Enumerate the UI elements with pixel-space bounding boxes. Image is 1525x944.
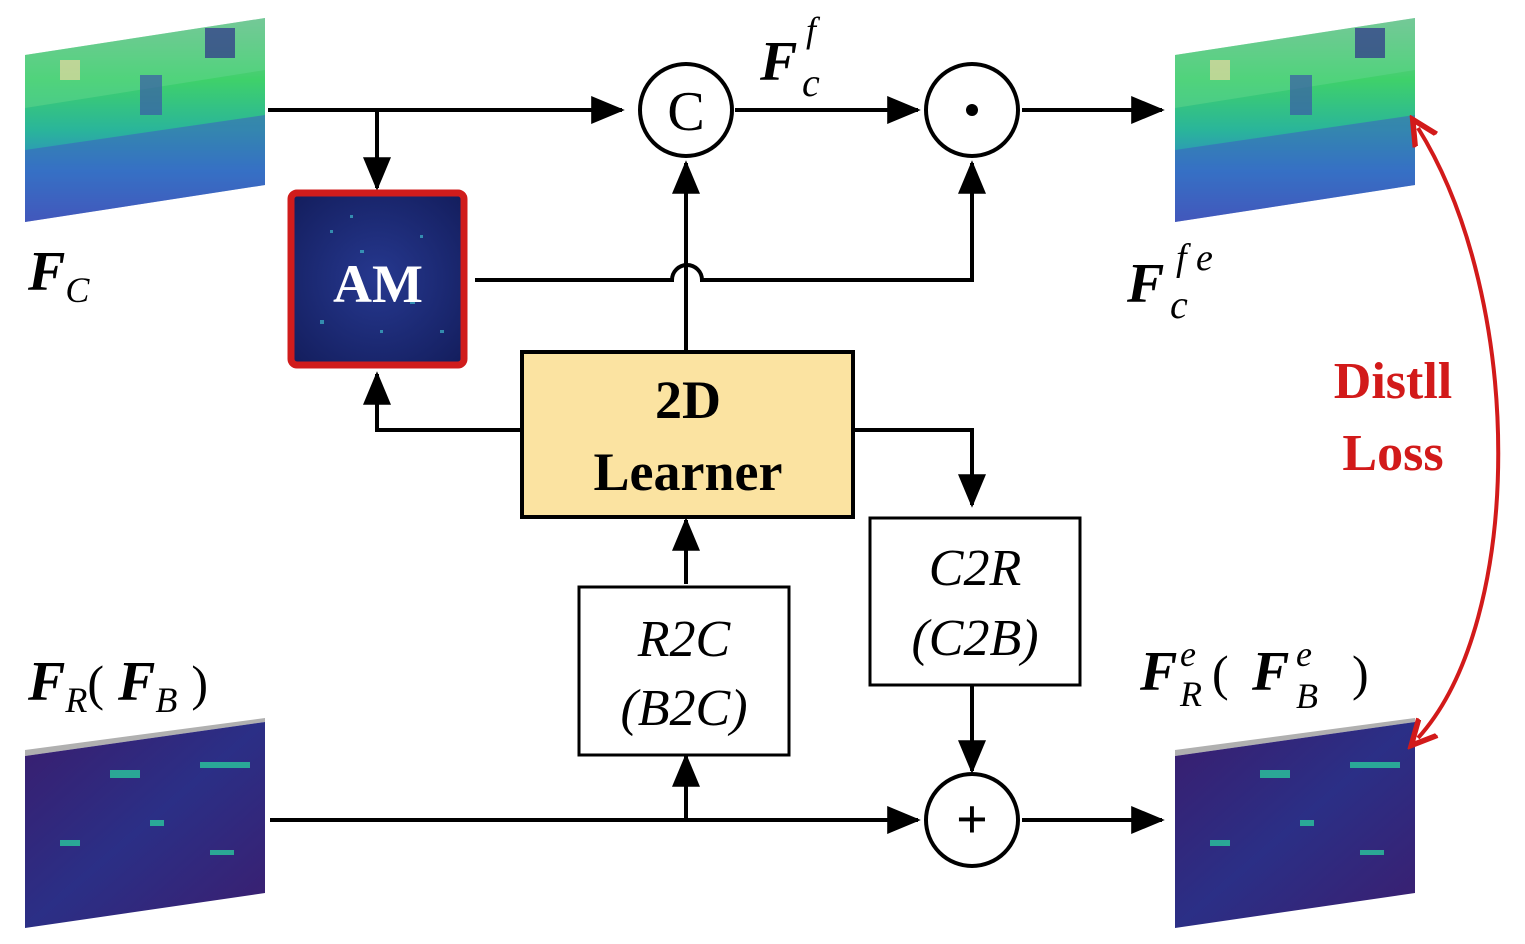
- edge-learner-to-c2r: [853, 428, 986, 508]
- c2r-label-line2: (C2B): [911, 610, 1038, 667]
- label-fre-inner-sub: B: [1296, 676, 1318, 716]
- am-label: AM: [333, 254, 423, 314]
- r2c-label-line1: R2C: [637, 611, 732, 668]
- label-fre-inner: F: [1251, 641, 1289, 703]
- label-fcfe-sub: c: [1170, 282, 1188, 327]
- learner-block: 2D Learner: [520, 350, 855, 519]
- label-fr-close: ): [191, 655, 208, 711]
- feature-map-fre: [1175, 718, 1415, 928]
- connectors: [268, 96, 1165, 834]
- edge-am-to-multiply: [475, 160, 986, 282]
- distill-loss-label: Distll Loss: [1334, 353, 1452, 482]
- label-fre-main: F: [1139, 641, 1177, 703]
- feature-map-fcfe: [1175, 18, 1415, 222]
- feature-map-fc: [25, 18, 265, 222]
- r2c-label-line2: (B2C): [620, 680, 747, 737]
- loss-line2: Loss: [1342, 425, 1443, 482]
- c2r-label-line1: C2R: [929, 540, 1021, 597]
- label-fr-inner: F: [117, 651, 155, 713]
- add-operator: +: [924, 772, 1020, 868]
- label-fr: FR(FB): [27, 651, 208, 720]
- label-fcfe: F f e c: [1126, 237, 1213, 327]
- label-fc-sub: C: [65, 270, 90, 310]
- multiply-dot: [966, 104, 978, 116]
- label-fc-main: F: [27, 241, 65, 303]
- label-fr-main: F: [27, 651, 65, 713]
- multiply-operator: [924, 62, 1020, 158]
- loss-line1: Distll: [1334, 353, 1452, 410]
- am-block: AM: [287, 189, 468, 369]
- label-fre-sup: e: [1180, 634, 1196, 674]
- add-symbol: +: [956, 789, 988, 851]
- label-fcfe-main: F: [1126, 253, 1164, 315]
- feature-map-fr: [25, 718, 265, 928]
- label-fre: F e R ( F e B ): [1139, 634, 1369, 716]
- label-fr-open: (: [87, 655, 104, 711]
- concat-symbol: C: [667, 81, 704, 143]
- c2r-block: C2R (C2B): [868, 516, 1082, 687]
- label-fr-inner-sub: B: [155, 680, 177, 720]
- label-fre-inner-sup: e: [1296, 634, 1312, 674]
- label-fcfe-sup: f e: [1176, 237, 1213, 279]
- r2c-block: R2C (B2C): [577, 585, 791, 757]
- learner-label-line1: 2D: [655, 370, 721, 430]
- label-fcf: F f c: [759, 10, 821, 105]
- edge-learner-to-am: [363, 371, 522, 432]
- distill-loss-arrow: [1418, 128, 1501, 738]
- label-fcf-main: F: [759, 31, 797, 93]
- label-fcf-sub: c: [802, 60, 820, 105]
- concat-operator: C: [638, 62, 734, 158]
- label-fre-close: ): [1352, 645, 1369, 701]
- learner-label-line2: Learner: [594, 442, 783, 502]
- label-fc: FC: [27, 241, 90, 310]
- label-fre-sub: R: [1179, 674, 1202, 714]
- label-fcf-sup: f: [806, 10, 821, 50]
- label-fre-open: (: [1212, 645, 1229, 701]
- label-fr-sub: R: [64, 680, 87, 720]
